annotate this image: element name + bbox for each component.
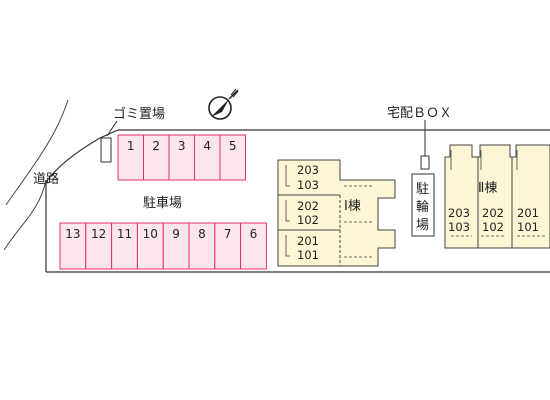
parking-stall-number: 13 (65, 227, 80, 241)
road-edge-line (5, 99, 69, 206)
parking-stall-number: 9 (172, 227, 180, 241)
unit-number: 103 (297, 178, 319, 192)
parking-row-top: 1 2 3 4 5 (117, 134, 246, 181)
parking-stall-number: 3 (178, 139, 186, 153)
garbage-area-label: ゴミ置場 (113, 106, 165, 122)
building-2-outline (444, 144, 550, 249)
unit-number: 102 (482, 220, 504, 234)
unit-number: 201 (517, 206, 539, 220)
parking-stall-number: 8 (198, 227, 206, 241)
parking-stall-number: 5 (229, 139, 237, 153)
building-1: 203 103 202 102 201 101 Ⅰ棟 (277, 159, 396, 267)
bicycle-parking-char: 輪 (416, 199, 429, 215)
parking-stall-number: 12 (91, 227, 106, 241)
garbage-area (100, 137, 112, 163)
bicycle-parking-char: 場 (416, 218, 429, 233)
parking-stall (85, 222, 113, 270)
delivery-box-label: 宅配ＢＯＸ (387, 106, 452, 121)
bicycle-parking-area (411, 173, 435, 237)
parking-stall (240, 222, 267, 270)
parking-stall (162, 222, 190, 270)
parking-stall-number: 4 (203, 139, 211, 153)
unit-number: 201 (297, 234, 319, 248)
lot-boundary (45, 129, 550, 272)
parking-stall (194, 134, 221, 181)
garbage-leader-line (106, 120, 118, 137)
bicycle-parking-char: 駐 (416, 182, 429, 197)
north-arrow-icon (208, 88, 239, 120)
parking-stall (188, 222, 216, 270)
parking-stall-number: 2 (152, 139, 160, 153)
unit-number: 202 (297, 199, 319, 213)
unit-number: 101 (517, 220, 539, 234)
parking-label: 駐車場 (143, 196, 182, 211)
building-2-label: Ⅱ棟 (478, 181, 497, 196)
parking-stall-number: 7 (224, 227, 232, 241)
parking-stall (219, 134, 246, 181)
parking-stall-number: 6 (250, 227, 258, 241)
unit-number: 102 (297, 213, 319, 227)
parking-stall (111, 222, 138, 270)
parking-stall-number: 11 (117, 227, 132, 241)
unit-number: 202 (482, 206, 504, 220)
parking-row-bottom: 13 12 11 10 9 8 7 6 (59, 222, 267, 270)
building-1-outline (277, 159, 396, 267)
parking-stall (136, 222, 164, 270)
parking-stall-number: 10 (143, 227, 158, 241)
unit-number: 101 (297, 248, 319, 262)
road-label: 道路 (33, 171, 59, 187)
parking-stall (214, 222, 242, 270)
unit-number: 203 (297, 163, 319, 177)
building-2: Ⅱ棟 203 103 202 102 201 101 (444, 144, 550, 249)
parking-stall (117, 134, 144, 181)
parking-stall-number: 1 (127, 139, 135, 153)
parking-stall (59, 222, 87, 270)
unit-number: 203 (448, 206, 470, 220)
delivery-box (420, 155, 430, 170)
unit-number: 103 (448, 220, 470, 234)
road-edge-line (3, 179, 47, 251)
building-1-label: Ⅰ棟 (344, 199, 361, 214)
